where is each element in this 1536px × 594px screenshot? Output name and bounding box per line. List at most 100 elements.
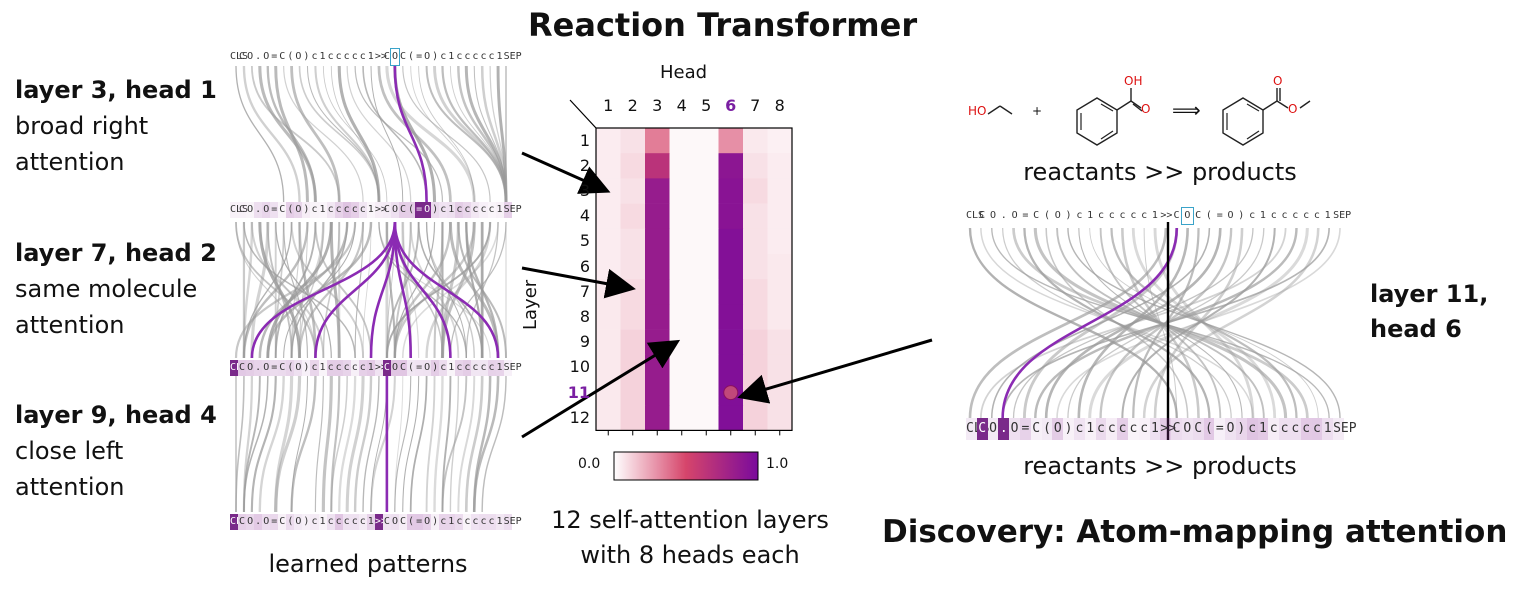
token: c [1311,418,1323,440]
heatmap-cell-l3-h1 [596,178,621,204]
attention-curve [464,375,484,513]
token: c [311,51,318,62]
methyl-benzoate-molecule [1222,88,1311,146]
token: c [464,51,471,62]
attention-curve [409,375,428,513]
attention-curve [338,375,357,513]
heatmap-cell-l6-h7 [743,254,768,280]
token: >> [374,514,387,530]
token: c [327,51,334,62]
attention-curve [258,375,285,513]
heatmap-cell-l1-h8 [767,128,793,154]
token: 1 [366,514,375,530]
heatmap-cell-l1-h1 [596,128,621,154]
token: c [326,360,335,376]
token: c [343,51,350,62]
token: C [279,51,286,62]
token: c [351,51,358,62]
head-tick-3: 3 [652,96,663,115]
attention-heatmap [595,127,793,436]
attention-curve [968,227,1178,419]
token: ) [1238,210,1245,221]
token: c [326,202,335,218]
heatmap-cell-l8-h4 [669,304,695,330]
attention-curve [1153,227,1255,419]
token: C [383,51,390,62]
attention-curve [242,221,309,359]
token: = [416,51,423,62]
attention-curve [1143,227,1178,419]
attention-curve [362,221,372,359]
attention-curve [418,65,475,203]
pattern-label-1: layer 3, head 1 broad right attention [15,72,217,180]
token: CLS [230,51,249,62]
highlight-attention-curve [369,221,397,359]
heatmap-cell-l4-h3 [645,203,670,230]
token: O [262,514,271,530]
heatmap-cell-l6-h6 [718,254,744,280]
token: C [1173,210,1180,221]
token: >> [374,360,387,376]
token: c [463,202,472,218]
reaction-arrow: ⟹ [1172,98,1201,122]
attention-curve [369,375,396,513]
figure-title: Reaction Transformer [528,6,918,44]
heatmap-cell-l10-h6 [718,354,744,381]
token: >> [1160,210,1173,221]
heatmap-cell-l1-h2 [620,128,646,154]
heatmap-cell-l1-h3 [645,128,670,154]
token: = [270,514,279,530]
heatmap-caption-line2: with 8 heads each [580,541,800,569]
attention-curve [441,375,468,513]
heatmap-cell-l9-h8 [767,329,793,356]
heatmap-cell-l7-h7 [743,279,768,305]
attention-curve [402,375,420,513]
token: ) [431,360,440,376]
token: O [1011,210,1018,221]
attention-curve [314,221,372,359]
token: c [1270,210,1277,221]
pattern-label-2: layer 7, head 2 same molecule attention [15,235,217,343]
token: ( [286,360,295,376]
token: C [278,360,287,376]
heatmap-cell-l2-h3 [645,153,670,179]
token: 1 [1087,210,1094,221]
token: C [1171,418,1182,440]
heatmap-cell-l1-h6 [718,128,744,154]
token: 1 [1151,210,1158,221]
layer-tick-1: 1 [579,130,590,150]
pattern-1-title: layer 3, head 1 [15,76,217,104]
heatmap-cell-l12-h6 [718,405,744,431]
token: 1 [447,514,456,530]
heatmap-cell-l12-h1 [596,405,621,431]
heatmap-cell-l3-h4 [669,178,695,204]
token: c [1279,418,1290,440]
token: O [295,51,302,62]
attention-curve [1045,227,1189,419]
token: 1 [318,202,327,218]
attention-curve [274,375,294,513]
heatmap-cell-l2-h4 [669,153,695,179]
token: C [398,514,408,530]
token: c [342,360,351,376]
heatmap-cell-l10-h8 [767,354,793,381]
token: SEP [1333,210,1352,221]
token: O [390,202,399,218]
attention-curve [394,375,404,513]
token: 1 [495,514,504,530]
token: = [270,360,279,376]
token: c [334,514,343,530]
head-tick-8: 8 [774,96,785,115]
head-tick-6: 6 [725,96,737,115]
token: c [487,360,496,376]
token: O [424,51,431,62]
heatmap-cell-l3-h7 [743,178,768,204]
heatmap-cell-l2-h8 [767,153,793,179]
reaction-caption-bottom: reactants >> products [1023,452,1297,480]
highlight-attention-curve [393,221,500,359]
token: c [1313,210,1320,221]
heatmap-cell-l4-h8 [767,203,793,230]
token: ( [286,202,295,218]
attention-curve [394,375,412,513]
